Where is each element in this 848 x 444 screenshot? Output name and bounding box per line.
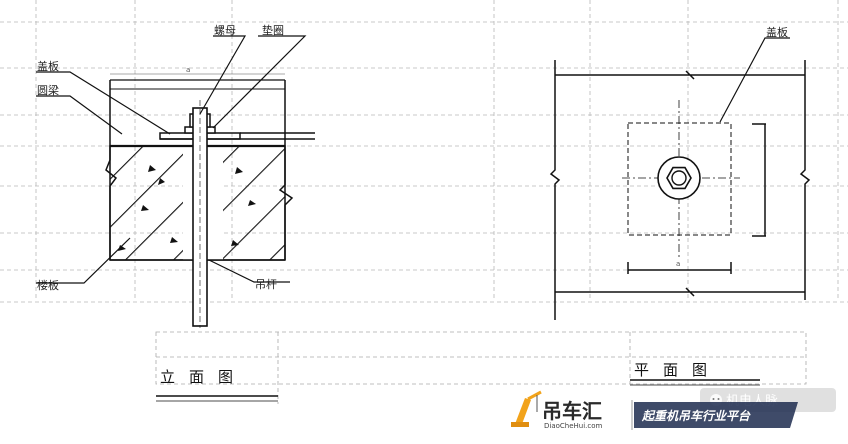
svg-text:a: a — [676, 260, 680, 268]
plan-label-cover-plate: 盖板 — [766, 25, 788, 39]
beam-leader — [36, 95, 123, 135]
label-washer: 垫圈 — [262, 23, 284, 37]
svg-text:a: a — [186, 66, 190, 74]
floor-slab-leader — [36, 237, 131, 284]
plan-cover-plate-outline — [627, 122, 732, 236]
plan-rod — [671, 170, 687, 186]
watermark-brand-cn: 吊车汇 — [542, 399, 602, 423]
washer-leader — [212, 35, 307, 129]
plan-nut — [666, 166, 692, 190]
label-hanger-rod: 吊杆 — [255, 277, 277, 291]
nut-leader — [199, 35, 247, 115]
watermark-slogan: 起重机吊车行业平台 — [641, 409, 751, 423]
plan-title: 平面图 — [634, 361, 721, 379]
label-cover-plate: 盖板 — [37, 59, 59, 73]
label-floor-slab: 楼板 — [37, 278, 59, 292]
watermark-brand-en: DiaoCheHui.com — [544, 422, 603, 430]
label-beam: 圆梁 — [37, 83, 59, 97]
crane-logo-icon — [511, 390, 542, 427]
title-block: 立面图 平面图 — [155, 331, 807, 404]
plan-cover-plate-leader — [719, 37, 790, 123]
elevation-title: 立面图 — [160, 368, 247, 386]
hanger-rod-leader — [208, 259, 290, 283]
plan-view: a 盖板 — [549, 25, 811, 320]
concrete-aggregate — [118, 165, 256, 251]
watermark: 机电人脉 吊车汇 DiaoCheHui.com 起重机吊车行业平台 — [511, 388, 836, 430]
cover-plate-leader — [36, 71, 171, 135]
elevation-view: a 螺母 垫圈 盖板 圆梁 楼板 吊杆 — [36, 23, 315, 328]
label-nut: 螺母 — [214, 24, 236, 37]
